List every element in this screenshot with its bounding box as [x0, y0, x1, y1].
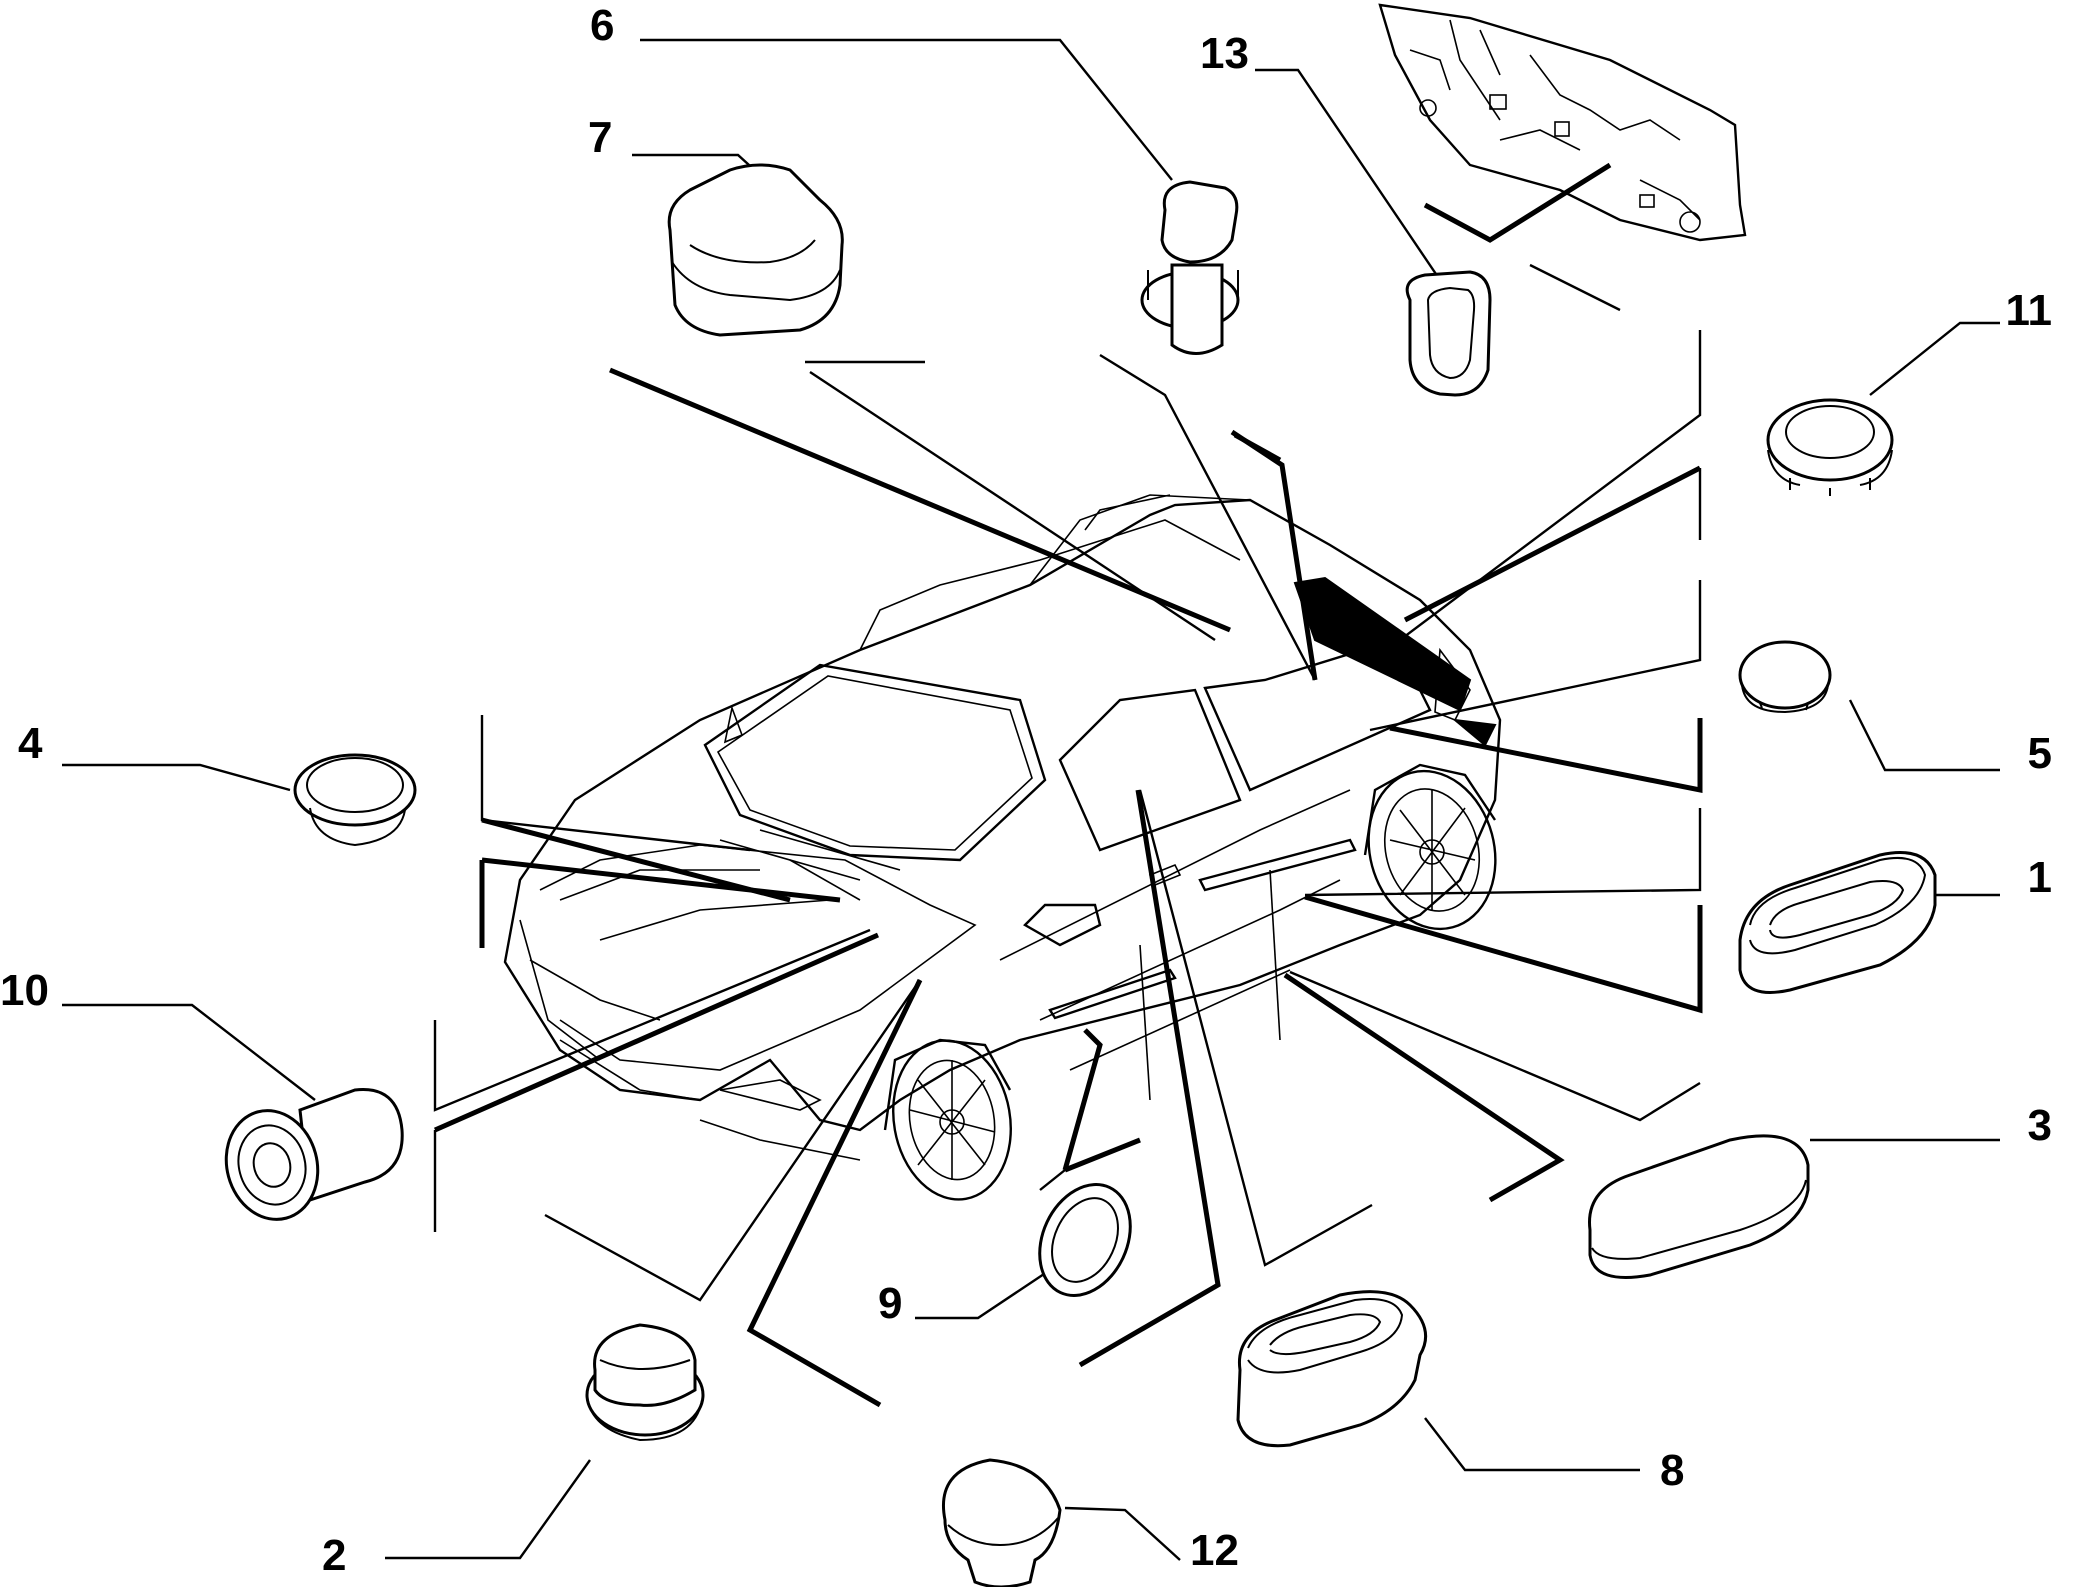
leader-11b — [1399, 330, 1702, 641]
leader-10 — [62, 1003, 316, 1101]
leader-11c — [1403, 465, 1702, 623]
part-7-square-cap — [667, 163, 844, 337]
leader-4d — [479, 857, 841, 948]
callout-5: 5 — [2028, 729, 2052, 778]
callout-12: 12 — [1190, 1526, 1239, 1575]
part-10-cylinder-grommet — [224, 1088, 404, 1221]
leader-12 — [1064, 1506, 1181, 1561]
leader-9c — [1064, 1137, 1141, 1173]
leader-4 — [62, 763, 291, 792]
leader-9 — [915, 1269, 1051, 1320]
leader-1b — [1389, 718, 1703, 794]
callout-6: 6 — [590, 1, 614, 50]
leader-13d — [1423, 162, 1612, 243]
part-engine-panel — [1378, 3, 1747, 242]
part-8-oval-grommet — [1236, 1290, 1428, 1448]
callout-4: 4 — [18, 719, 43, 768]
part-11-round-cap — [1766, 398, 1894, 496]
leader-8c — [1078, 789, 1221, 1368]
leader-13 — [1255, 68, 1441, 281]
leader-10b — [433, 928, 871, 1112]
leader-6b — [1099, 353, 1317, 681]
part-9-washer — [1038, 1183, 1132, 1297]
leader-8 — [1424, 1417, 1640, 1472]
car-illustration — [503, 494, 1502, 1201]
part-1-oval-grommet — [1738, 851, 1937, 994]
callout-7: 7 — [588, 113, 612, 162]
leader-10c — [433, 932, 880, 1133]
callout-13: 13 — [1200, 29, 1249, 78]
leader-5b — [1369, 580, 1702, 732]
leader-1d — [1304, 894, 1703, 1014]
leader-9b — [1062, 1028, 1103, 1171]
part-4-flanged-plug — [293, 753, 417, 847]
leader-13e — [1529, 263, 1621, 312]
leader-8b — [1138, 789, 1373, 1267]
leader-6 — [640, 38, 1173, 181]
leader-lines — [62, 38, 2000, 1561]
callout-8: 8 — [1660, 1446, 1684, 1495]
leader-7d — [809, 370, 1216, 642]
callout-9: 9 — [878, 1279, 902, 1328]
part-5-small-plug — [1738, 640, 1832, 714]
parts — [224, 3, 1937, 1587]
leader-7b — [609, 367, 1231, 633]
leader-13b — [1230, 429, 1318, 681]
callout-3: 3 — [2028, 1101, 2052, 1150]
leader-3b — [1289, 970, 1701, 1122]
part-13-grommet — [1405, 270, 1492, 397]
leader-2 — [385, 1459, 591, 1560]
leader-5 — [1848, 699, 2000, 772]
part-2-stepped-plug — [585, 1323, 705, 1442]
leader-3c — [1283, 972, 1565, 1203]
callout-1: 1 — [2028, 853, 2052, 902]
leader-12b — [746, 978, 923, 1408]
part-12-mushroom-plug — [942, 1458, 1062, 1587]
leader-9d — [1039, 1169, 1066, 1191]
part-3-oval-plug — [1588, 1134, 1810, 1279]
callout-2: 2 — [322, 1531, 346, 1580]
callout-10: 10 — [0, 966, 49, 1015]
leader-11 — [1869, 321, 2000, 396]
part-6-push-pin — [1140, 180, 1240, 355]
leader-13c — [1233, 432, 1282, 463]
leader-2b — [544, 979, 921, 1302]
leader-1c — [1304, 808, 1702, 897]
callout-11: 11 — [2005, 286, 2052, 335]
